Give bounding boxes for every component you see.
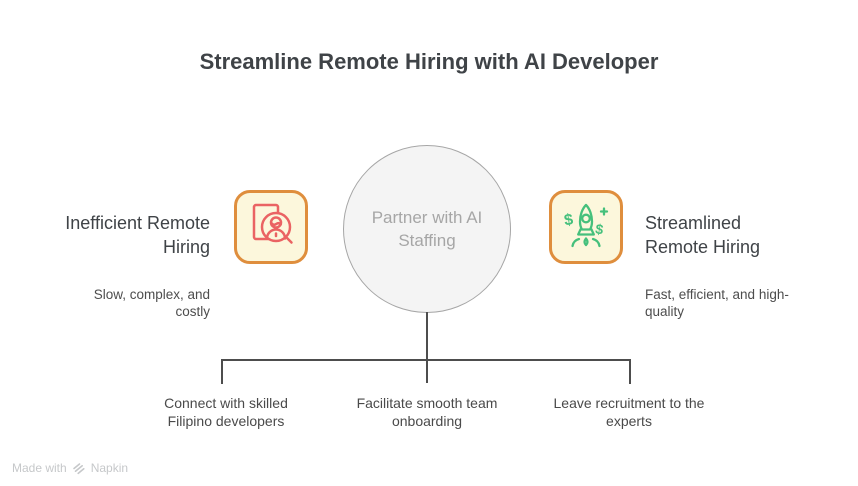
right-solution-block: Streamlined Remote Hiring Fast, efficien… — [645, 194, 815, 338]
connector-drop-right — [628, 358, 631, 384]
right-heading: Streamlined Remote Hiring — [645, 213, 761, 257]
svg-text:$: $ — [563, 211, 574, 229]
rocket-money-icon: $ $ — [549, 190, 623, 264]
watermark-prefix: Made with — [12, 461, 67, 475]
candidate-search-icon — [234, 190, 308, 264]
connector-stem — [425, 312, 429, 360]
left-description: Slow, complex, and costly — [93, 287, 210, 319]
right-description: Fast, efficient, and high- quality — [645, 287, 789, 319]
watermark-brand: Napkin — [90, 461, 129, 475]
page-title: Streamline Remote Hiring with AI Develop… — [199, 49, 659, 74]
left-heading: Inefficient Remote Hiring — [65, 213, 210, 257]
svg-text:$: $ — [594, 221, 604, 238]
connector-drop-center — [425, 358, 429, 383]
napkin-logo-icon — [72, 461, 86, 475]
outcome-label-2: Facilitate smooth team onboarding — [356, 395, 498, 429]
outcome-label-1: Connect with skilled Filipino developers — [164, 395, 288, 429]
left-problem-block: Inefficient Remote Hiring Slow, complex,… — [28, 194, 210, 338]
center-node-label: Partner with AI Staffing — [371, 208, 483, 250]
outcome-label-3: Leave recruitment to the experts — [553, 395, 705, 429]
center-node: Partner with AI Staffing — [343, 145, 511, 313]
watermark: Made with Napkin — [12, 461, 128, 475]
connector-drop-left — [221, 358, 224, 384]
